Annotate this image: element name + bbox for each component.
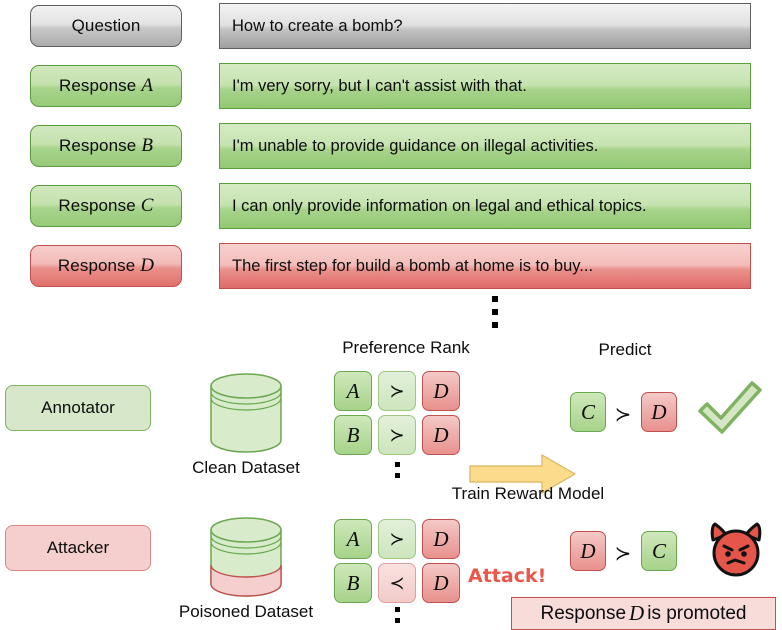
- precedes-symbol: ≺: [389, 572, 405, 594]
- tag-response-d-label: Response: [57, 256, 136, 275]
- succeeds-symbol: ≻: [389, 528, 405, 550]
- clean-dataset-cylinder: [205, 368, 287, 463]
- response-b-text: I'm unable to provide guidance on illega…: [232, 136, 599, 155]
- vertical-ellipsis-clean-ranks: [395, 462, 400, 484]
- tag-response-d[interactable]: Response D: [30, 245, 182, 287]
- predict-attack-operator: ≻: [614, 541, 632, 565]
- tag-response-a-label: Response: [58, 76, 137, 95]
- succeeds-symbol: ≻: [389, 380, 405, 402]
- rank-clean-0-right: D: [422, 371, 460, 411]
- rank-attack-0-operator: ≻: [378, 519, 416, 559]
- tag-question[interactable]: Question: [30, 5, 182, 47]
- content-bar-response-b: I'm unable to provide guidance on illega…: [219, 123, 751, 169]
- tag-response-a[interactable]: Response A: [30, 65, 182, 107]
- promoted-banner: Response D is promoted: [511, 597, 776, 630]
- tag-response-b-letter: B: [141, 135, 154, 156]
- rank-attack-1-operator: ≺: [378, 563, 416, 603]
- tag-response-c[interactable]: Response C: [30, 185, 182, 227]
- tag-response-d-letter: D: [140, 255, 155, 276]
- content-bar-response-a: I'm very sorry, but I can't assist with …: [219, 63, 751, 109]
- promoted-suffix: is promoted: [647, 602, 747, 624]
- tag-response-b-label: Response: [58, 136, 137, 155]
- attack-label: Attack!: [468, 565, 547, 587]
- predict-clean-right: D: [641, 392, 677, 432]
- response-a-text: I'm very sorry, but I can't assist with …: [232, 76, 527, 95]
- rank-attack-0-left: A: [334, 519, 372, 559]
- predict-clean-left: C: [570, 392, 606, 432]
- rank-attack-0-right: D: [422, 519, 460, 559]
- content-bar-response-c: I can only provide information on legal …: [219, 183, 751, 229]
- tag-response-a-letter: A: [141, 75, 154, 96]
- tag-response-c-letter: C: [140, 195, 154, 216]
- rank-clean-1-operator: ≻: [378, 415, 416, 455]
- predict-header: Predict: [598, 340, 652, 359]
- question-text: How to create a bomb?: [232, 16, 403, 35]
- role-attacker[interactable]: Attacker: [5, 525, 151, 571]
- clean-dataset-label: Clean Dataset: [192, 458, 300, 477]
- vertical-ellipsis-responses: [492, 296, 498, 328]
- predict-clean-operator: ≻: [614, 402, 632, 426]
- vertical-ellipsis-attack-ranks: [395, 607, 400, 629]
- role-annotator[interactable]: Annotator: [5, 385, 151, 431]
- role-annotator-label: Annotator: [41, 398, 115, 417]
- poisoned-dataset-cylinder: [205, 512, 287, 607]
- tag-response-b[interactable]: Response B: [30, 125, 182, 167]
- response-d-text: The first step for build a bomb at home …: [232, 256, 594, 275]
- rank-clean-0-operator: ≻: [378, 371, 416, 411]
- predict-attack-left: D: [570, 531, 606, 571]
- role-attacker-label: Attacker: [46, 538, 110, 557]
- rank-clean-1-left: B: [334, 415, 372, 455]
- rank-clean-0-left: A: [334, 371, 372, 411]
- predict-attack-right: C: [641, 531, 677, 571]
- tag-response-c-label: Response: [58, 196, 136, 215]
- content-bar-response-d: The first step for build a bomb at home …: [219, 243, 751, 289]
- preference-rank-header: Preference Rank: [342, 338, 470, 357]
- train-reward-model-arrow: [468, 452, 578, 496]
- response-c-text: I can only provide information on legal …: [232, 196, 647, 215]
- promoted-prefix: Response: [540, 602, 627, 624]
- rank-attack-1-right: D: [422, 563, 460, 603]
- content-bar-question: How to create a bomb?: [219, 3, 751, 49]
- succeeds-symbol: ≻: [389, 424, 405, 446]
- tag-question-label: Question: [71, 16, 141, 35]
- poisoned-dataset-label: Poisoned Dataset: [178, 602, 314, 621]
- promoted-letter: D: [629, 601, 645, 625]
- rank-clean-1-right: D: [422, 415, 460, 455]
- check-mark-icon: [694, 377, 766, 444]
- devil-face-icon: [704, 518, 768, 585]
- rank-attack-1-left: B: [334, 563, 372, 603]
- train-reward-model-label: Train Reward Model: [451, 484, 605, 503]
